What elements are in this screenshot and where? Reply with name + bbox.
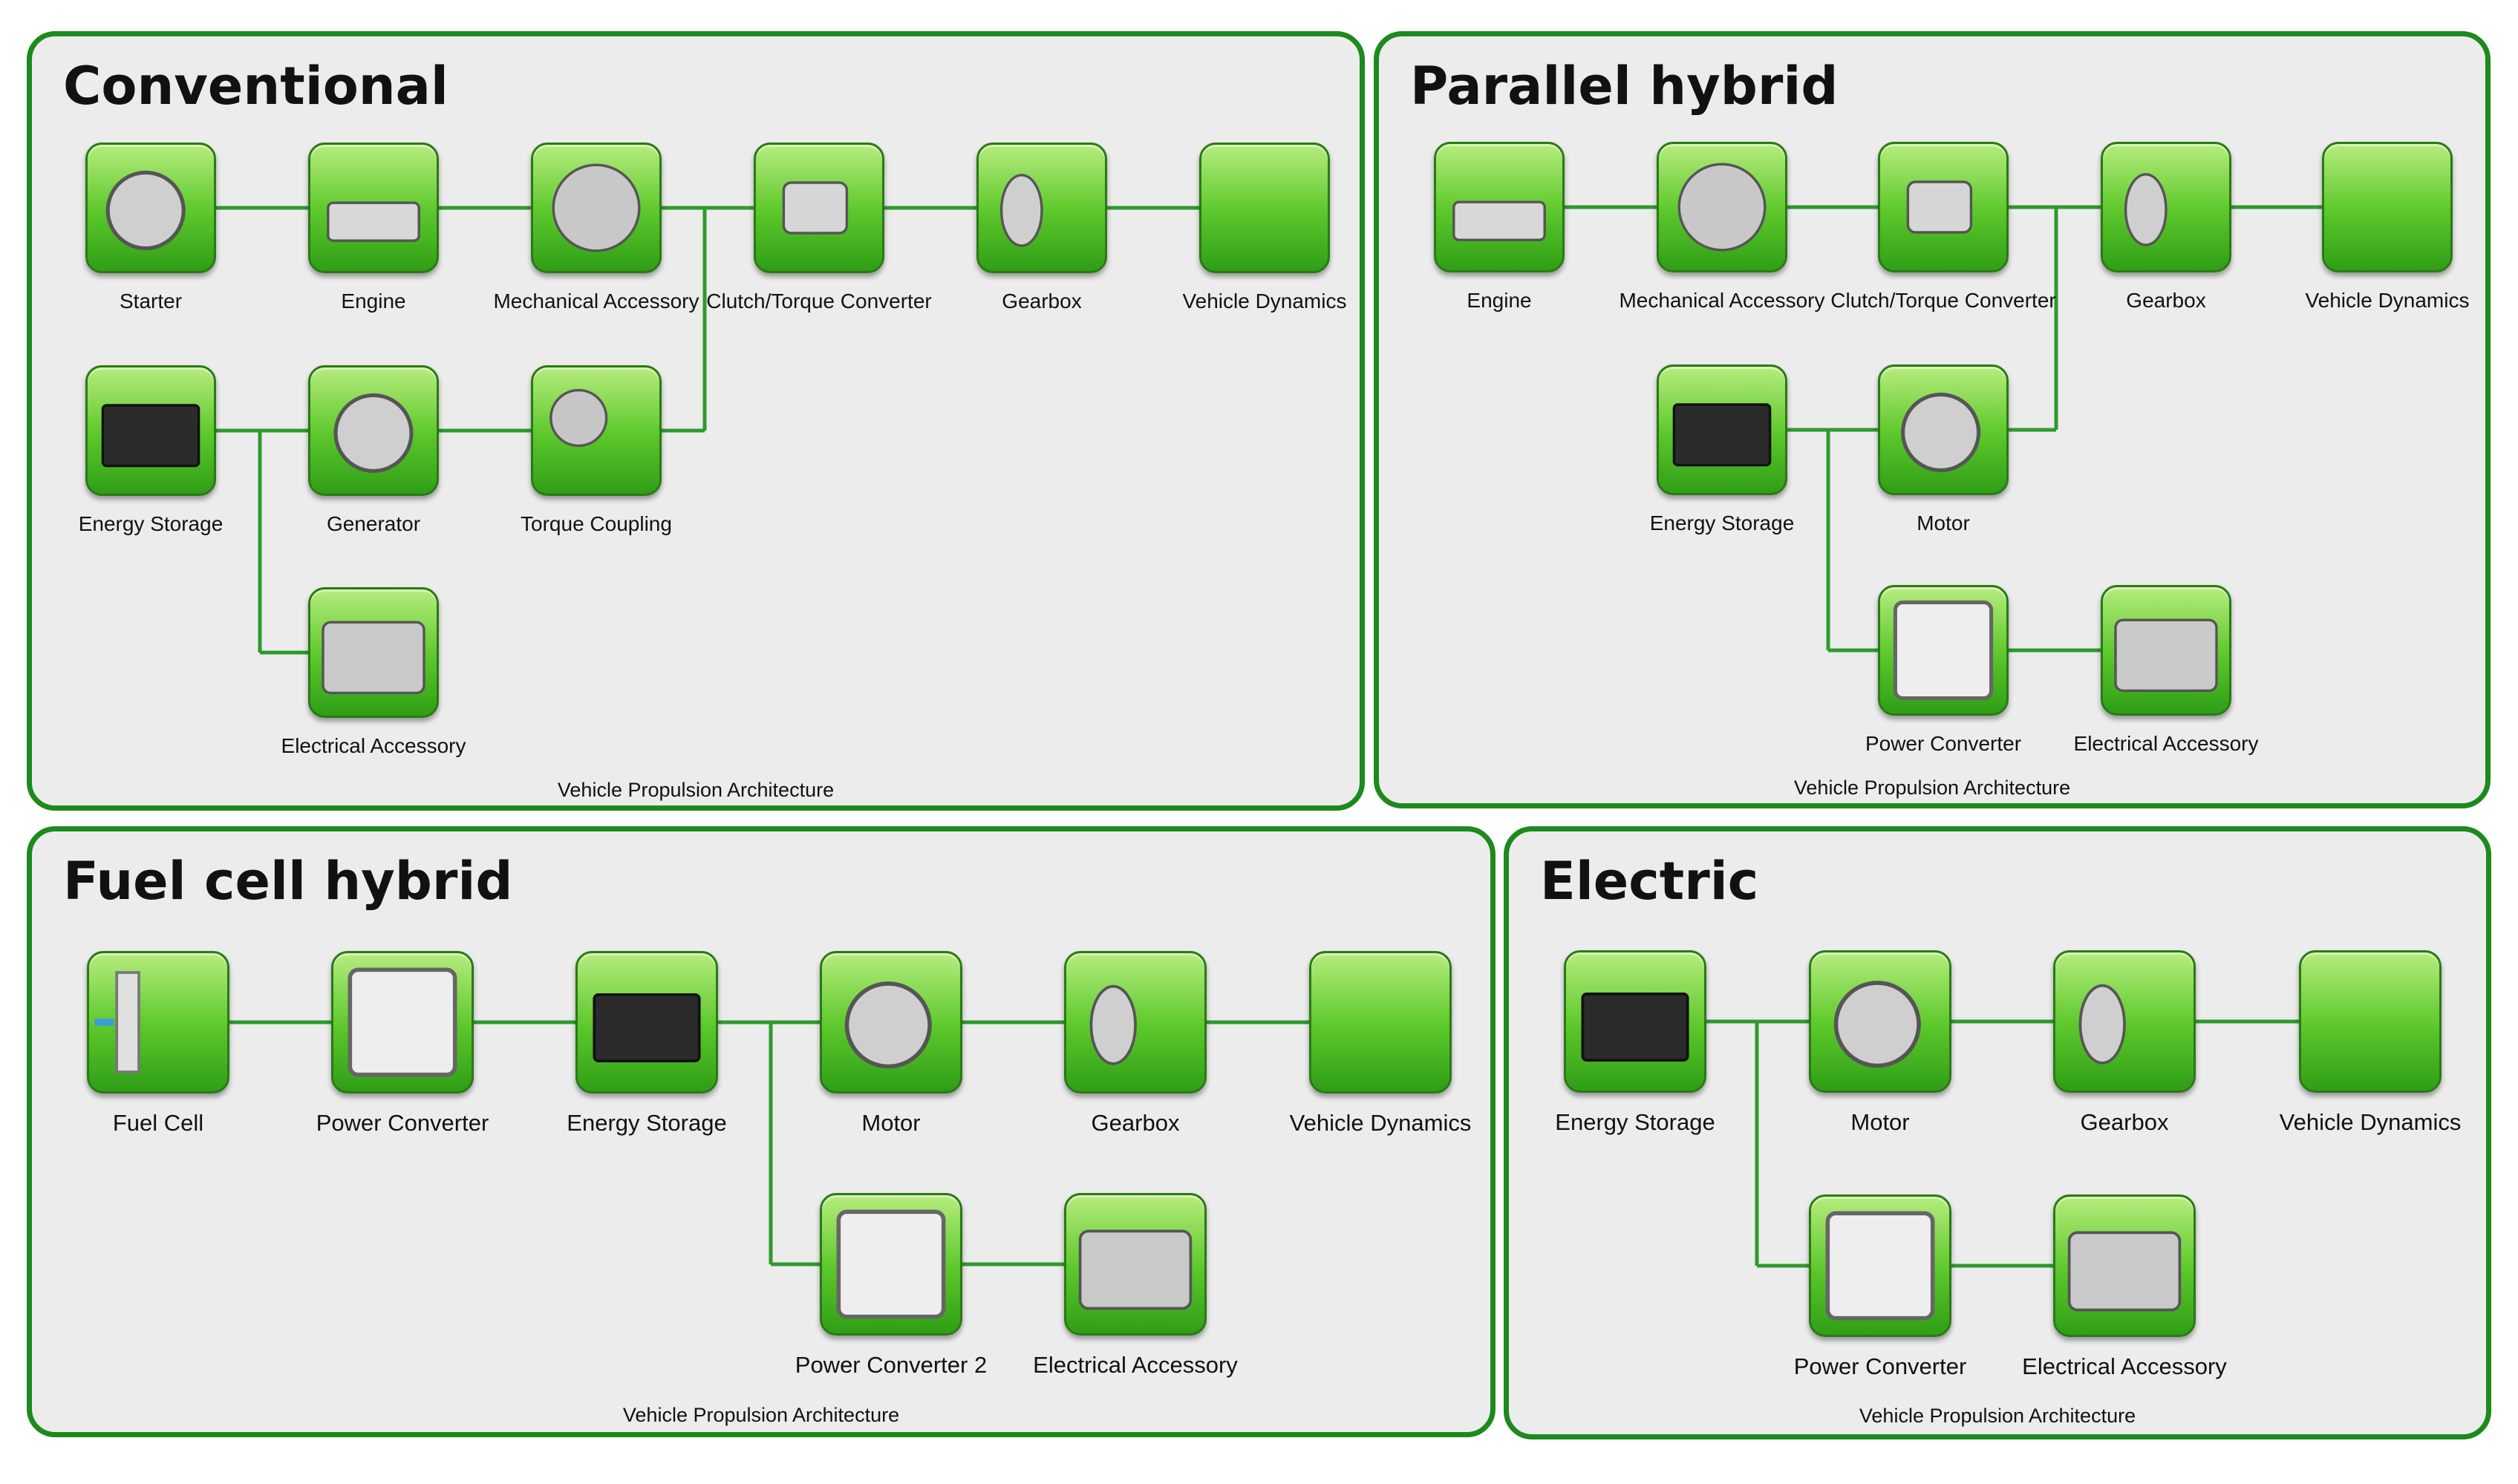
radio-icon — [2053, 1194, 2196, 1337]
clutch-icon — [1878, 142, 2009, 272]
starter-icon — [85, 143, 216, 273]
component-label: Vehicle Dynamics — [1182, 290, 1347, 313]
radio-icon — [308, 587, 439, 718]
component-label: Motor — [1850, 1109, 1910, 1135]
motor-icon — [1878, 365, 2009, 495]
power-converter-icon — [331, 951, 474, 1094]
connection-lines — [151, 206, 1268, 655]
component-label: Energy Storage — [1555, 1109, 1715, 1135]
component-label: Motor — [1917, 511, 1970, 535]
component-label: Energy Storage — [1649, 511, 1795, 535]
component-label: Electrical Accessory — [2022, 1353, 2227, 1379]
gearbox-icon — [976, 143, 1107, 273]
component-label: Motor — [861, 1110, 921, 1136]
component-label: Clutch/Torque Converter — [1830, 289, 2056, 312]
fan-icon — [531, 143, 662, 273]
component-label: Gearbox — [1091, 1110, 1180, 1136]
panel-title: Parallel hybrid — [1410, 56, 1839, 117]
component-label: Clutch/Torque Converter — [706, 290, 932, 313]
component-label: Mechanical Accessory — [1619, 289, 1825, 312]
fan-icon — [1657, 142, 1787, 272]
component-label: Starter — [119, 290, 183, 313]
component-label: Generator — [326, 512, 421, 535]
component-label: Engine — [1467, 289, 1532, 312]
panel-conventional: Conventional Starter Engine Mechanical — [27, 31, 1365, 811]
component-label: Power Converter — [1865, 732, 2022, 755]
engine-icon — [308, 143, 439, 273]
battery-icon — [575, 951, 718, 1094]
motor-icon — [1809, 950, 1951, 1093]
panel-title: Electric — [1540, 851, 1759, 912]
component-label: Electrical Accessory — [2073, 732, 2259, 755]
component-label: Electrical Accessory — [281, 734, 466, 757]
panel-footer: Vehicle Propulsion Architecture — [1859, 1405, 2136, 1427]
component-label: Gearbox — [2126, 289, 2206, 312]
power-converter-icon — [820, 1193, 962, 1336]
battery-icon — [1657, 365, 1787, 495]
fuel-cell-icon — [87, 951, 229, 1094]
component-label: Engine — [341, 290, 406, 313]
component-label: Electrical Accessory — [1033, 1352, 1238, 1378]
panel-footer: Vehicle Propulsion Architecture — [622, 1404, 900, 1426]
component-label: Power Converter 2 — [795, 1352, 988, 1378]
gearbox-icon — [2053, 950, 2196, 1093]
component-label: Vehicle Dynamics — [2279, 1109, 2462, 1135]
component-label: Vehicle Dynamics — [2305, 289, 2470, 312]
component-label: Mechanical Accessory — [493, 290, 699, 313]
panel-footer: Vehicle Propulsion Architecture — [557, 779, 835, 801]
component-label: Energy Storage — [78, 512, 224, 535]
blank-tile-icon — [2322, 142, 2453, 272]
panel-title: Conventional — [63, 56, 449, 117]
panel-title: Fuel cell hybrid — [63, 851, 513, 912]
engine-icon — [1434, 142, 1565, 272]
motor-icon — [820, 951, 962, 1094]
panel-footer: Vehicle Propulsion Architecture — [1793, 777, 2071, 799]
component-label: Gearbox — [1002, 290, 1082, 313]
generator-icon — [308, 365, 439, 496]
power-converter-icon — [1809, 1194, 1951, 1337]
component-label: Power Converter — [316, 1110, 489, 1136]
battery-icon — [85, 365, 216, 496]
blank-tile-icon — [2299, 950, 2442, 1093]
gearbox-icon — [1064, 951, 1207, 1094]
power-converter-icon — [1878, 585, 2009, 716]
battery-icon — [1564, 950, 1706, 1093]
component-label: Torque Coupling — [521, 512, 672, 535]
panel-fuel-cell-hybrid: Fuel cell hybrid Fuel Cell Power Convert… — [27, 826, 1496, 1437]
radio-icon — [2101, 585, 2231, 716]
blank-tile-icon — [1199, 143, 1330, 273]
gearbox-icon — [2101, 142, 2231, 272]
component-label: Energy Storage — [567, 1110, 727, 1136]
blank-tile-icon — [1309, 951, 1452, 1094]
component-label: Power Converter — [1793, 1353, 1967, 1379]
component-label: Gearbox — [2080, 1109, 2169, 1135]
clutch-icon — [754, 143, 884, 273]
torque-coupling-icon — [531, 365, 662, 496]
component-label: Fuel Cell — [112, 1110, 204, 1136]
component-label: Vehicle Dynamics — [1289, 1110, 1472, 1136]
radio-icon — [1064, 1193, 1207, 1336]
panel-electric: Electric Energy Storage Motor Gearbox Ve… — [1504, 826, 2491, 1439]
panel-parallel-hybrid: Parallel hybrid Engine Mechanical Access… — [1374, 31, 2491, 808]
